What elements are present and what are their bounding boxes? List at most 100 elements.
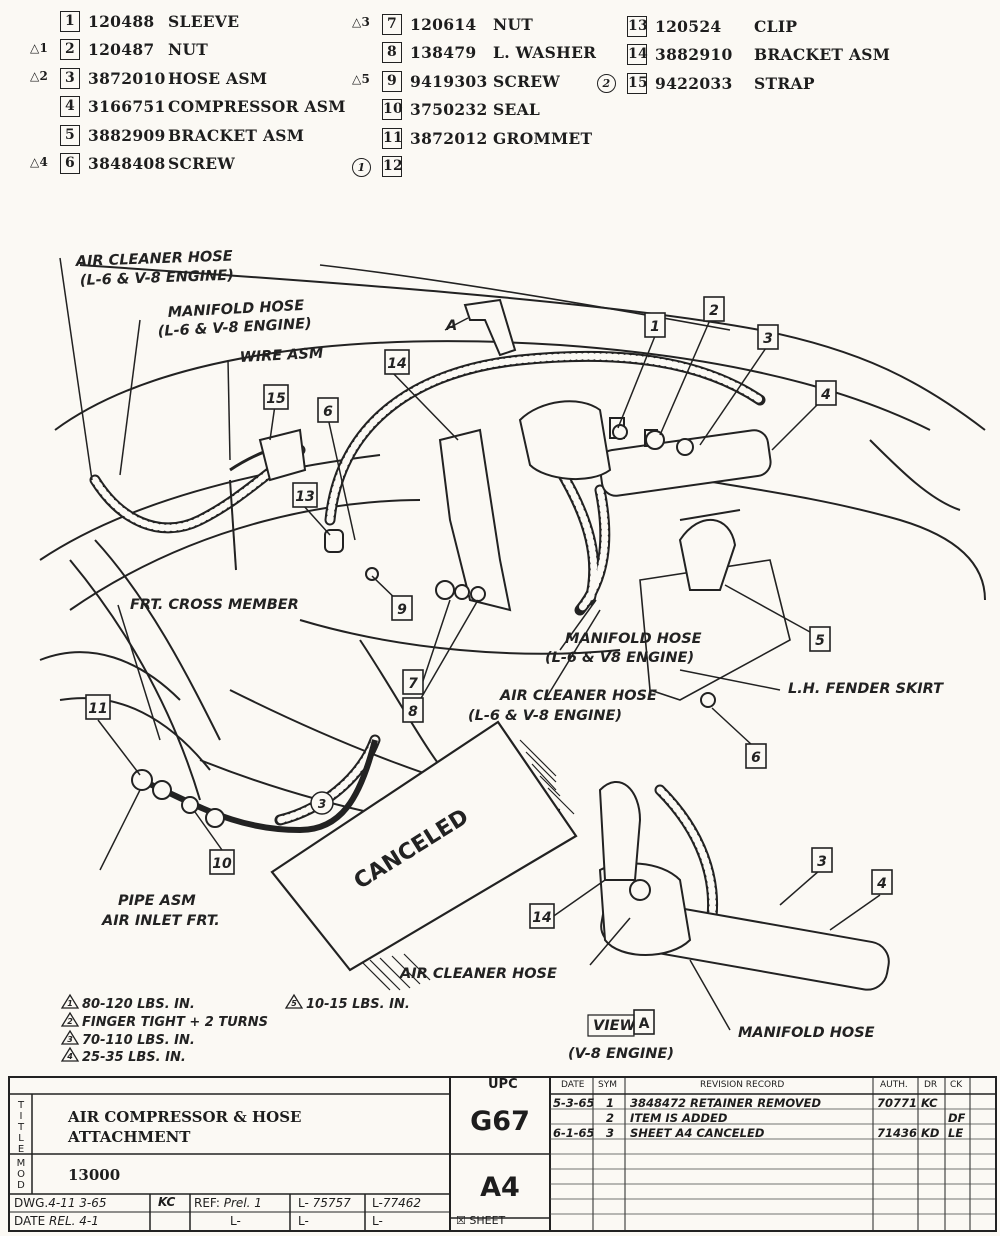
dwg-initials: KC — [158, 1195, 176, 1209]
label-engine-4: (L-6 & V-8 ENGINE) — [468, 708, 622, 724]
item-number-box: 8 — [382, 42, 402, 63]
part-name: COMPRESSOR ASM — [168, 97, 346, 116]
part-number: 3882909 — [88, 125, 166, 145]
col-revision: REVISION RECORD — [700, 1080, 785, 1090]
part-number: 9419303 — [410, 71, 488, 91]
part-name: SCREW — [493, 71, 561, 91]
torque-triangle-icon — [60, 1046, 80, 1062]
part-name: SCREW — [168, 154, 236, 173]
l-blank-1: L- — [230, 1214, 241, 1228]
revision-date: 5-3-65 — [553, 1096, 595, 1110]
item-number-box: 4 — [60, 96, 80, 117]
part-number: 120524 — [655, 16, 722, 36]
assembly-drawing: CANCELED 1 2 3 4 5 6 6 7 8 9 10 11 13 14… — [39, 249, 986, 1065]
svg-text:7: 7 — [408, 676, 418, 692]
revision-text: SHEET A4 CANCELED — [630, 1126, 765, 1140]
revision-text: 3848472 RETAINER REMOVED — [630, 1096, 822, 1110]
mod-number: 13000 — [68, 1166, 121, 1184]
sheet-x-mark: ☒ — [456, 1214, 470, 1227]
upc-label: UPC — [488, 1077, 518, 1092]
svg-text:14: 14 — [532, 910, 551, 926]
part-number: 3848408 — [88, 154, 166, 173]
title-block-grid — [10, 1078, 995, 1230]
part-name: GROMMET — [493, 128, 593, 148]
col-auth: AUTH. — [880, 1080, 908, 1090]
svg-text:1: 1 — [650, 319, 660, 335]
l-blank-2: L- — [298, 1214, 309, 1228]
part-number: 120487 — [88, 40, 155, 59]
part-name: CLIP — [754, 16, 798, 36]
svg-text:15: 15 — [266, 391, 286, 407]
svg-text:10: 10 — [212, 856, 232, 872]
torque-note: 80-120 LBS. IN. — [82, 997, 195, 1012]
l1-value: 75757 — [312, 1196, 351, 1210]
label-engine-3: (L-6 & V8 ENGINE) — [545, 650, 694, 666]
svg-text:14: 14 — [387, 356, 406, 372]
l-blank-3: L- — [372, 1214, 383, 1228]
torque-triangle-icon: △2 — [30, 69, 49, 83]
date-value: REL. 4-1 — [49, 1214, 99, 1228]
part-name: NUT — [168, 40, 209, 59]
label-frt-cross-member: FRT. CROSS MEMBER — [130, 597, 299, 613]
view-letter: A — [639, 1016, 650, 1032]
part-number: 3872012 — [410, 128, 488, 148]
ref-value: Prel. 1 — [223, 1196, 262, 1210]
torque-note: 70-110 LBS. IN. — [82, 1033, 195, 1048]
l1-field: L- 75757 — [298, 1196, 351, 1210]
torque-triangle-icon: △3 — [352, 15, 371, 29]
title-line-1: AIR COMPRESSOR & HOSE — [68, 1108, 302, 1126]
part-name: L. WASHER — [493, 43, 597, 62]
col-ck: CK — [950, 1080, 963, 1090]
torque-triangle-icon — [60, 993, 80, 1009]
part-name: NUT — [493, 14, 534, 34]
svg-text:9: 9 — [397, 602, 407, 618]
part-name: BRACKET ASM — [754, 45, 891, 64]
col-dr: DR — [924, 1080, 938, 1090]
revision-ck: LE — [948, 1126, 964, 1140]
item-number-box: 2 — [60, 39, 80, 60]
part-number: 9422033 — [655, 73, 733, 93]
part-number: 3166751 — [88, 97, 166, 116]
item-number-box: 5 — [60, 124, 80, 146]
col-sym: SYM — [598, 1080, 617, 1090]
revision-dr: KD — [921, 1126, 940, 1140]
torque-mark: 4 — [66, 1052, 73, 1061]
sheet-label: ☒ SHEET — [456, 1214, 506, 1227]
svg-text:11: 11 — [88, 701, 107, 717]
l2-field: L-77462 — [372, 1196, 421, 1210]
item-number-box: 7 — [382, 13, 402, 35]
torque-triangle-icon — [60, 1029, 80, 1045]
label-manifold-hose-1: MANIFOLD HOSE — [167, 298, 304, 321]
sheet-number: A4 — [480, 1172, 520, 1203]
label-manifold-hose-3: MANIFOLD HOSE — [738, 1025, 875, 1041]
upc-code: G67 — [470, 1106, 530, 1137]
svg-text:3: 3 — [817, 854, 827, 870]
svg-text:6: 6 — [323, 404, 333, 420]
part-name: BRACKET ASM — [168, 125, 305, 145]
item-number-box: 15 — [627, 72, 648, 94]
part-number: 3872010 — [88, 68, 166, 88]
part-number: 120614 — [410, 14, 477, 34]
item-number-box: 11 — [382, 127, 403, 149]
item-number-box: 14 — [627, 44, 648, 65]
torque-mark: 5 — [291, 999, 297, 1008]
torque-mark: 2 — [67, 1017, 73, 1026]
parts-row-2: 2 120487 NUT — [60, 39, 208, 61]
item-number-box: 3 — [60, 67, 80, 89]
label-air-cleaner-hose-3: AIR CLEANER HOSE — [399, 966, 557, 982]
part-name: HOSE ASM — [168, 68, 268, 88]
torque-triangle-icon — [284, 993, 304, 1009]
torque-triangle-icon: △5 — [352, 72, 371, 86]
torque-triangle-icon — [60, 1011, 80, 1027]
label-fender-skirt: L.H. FENDER SKIRT — [788, 681, 944, 697]
revision-ck: DF — [948, 1111, 966, 1125]
torque-note: FINGER TIGHT + 2 TURNS — [82, 1015, 268, 1030]
